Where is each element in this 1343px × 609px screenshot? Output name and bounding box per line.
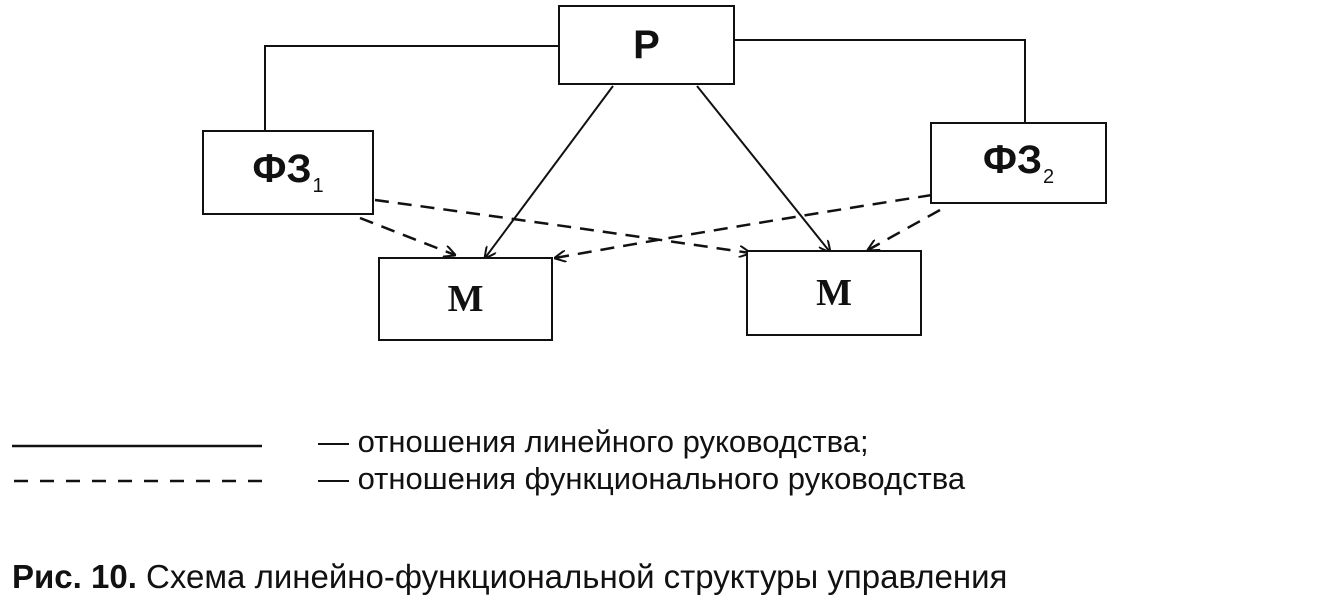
edge-p-m2 bbox=[696, 85, 830, 252]
figure-caption-number: Рис. 10. bbox=[12, 558, 137, 595]
node-fz1-label: ФЗ1 bbox=[252, 147, 324, 197]
node-p-label: Р bbox=[633, 23, 660, 67]
edge-fz2-m1 bbox=[555, 193, 933, 258]
node-m2-label: М bbox=[816, 272, 852, 314]
node-fz2-label: ФЗ2 bbox=[982, 137, 1055, 188]
node-m1: М bbox=[378, 257, 553, 341]
node-fz2: ФЗ2 bbox=[930, 122, 1107, 204]
edge-p-m1 bbox=[485, 85, 614, 258]
edge-p-fz1 bbox=[264, 45, 560, 131]
figure-caption-text: Схема линейно-функциональной структуры у… bbox=[136, 558, 1008, 595]
edge-p-fz2 bbox=[733, 39, 1026, 124]
node-p: Р bbox=[558, 5, 735, 85]
node-fz2-subscript: 2 bbox=[1043, 165, 1055, 188]
edge-fz2-m2 bbox=[868, 208, 941, 250]
node-m2: М bbox=[746, 250, 922, 336]
legend-linear-text: — отношения линейного руководства; bbox=[318, 424, 869, 459]
node-m1-label: М bbox=[447, 278, 484, 320]
node-fz1-subscript: 1 bbox=[312, 175, 324, 197]
edge-fz1-m1 bbox=[359, 216, 455, 255]
node-fz1: ФЗ1 bbox=[202, 130, 374, 215]
legend-functional-text: — отношения функционального руководства bbox=[318, 461, 966, 496]
edge-fz1-m2 bbox=[374, 198, 750, 253]
figure-caption: Рис. 10. Схема линейно-функциональной ст… bbox=[12, 558, 1007, 596]
